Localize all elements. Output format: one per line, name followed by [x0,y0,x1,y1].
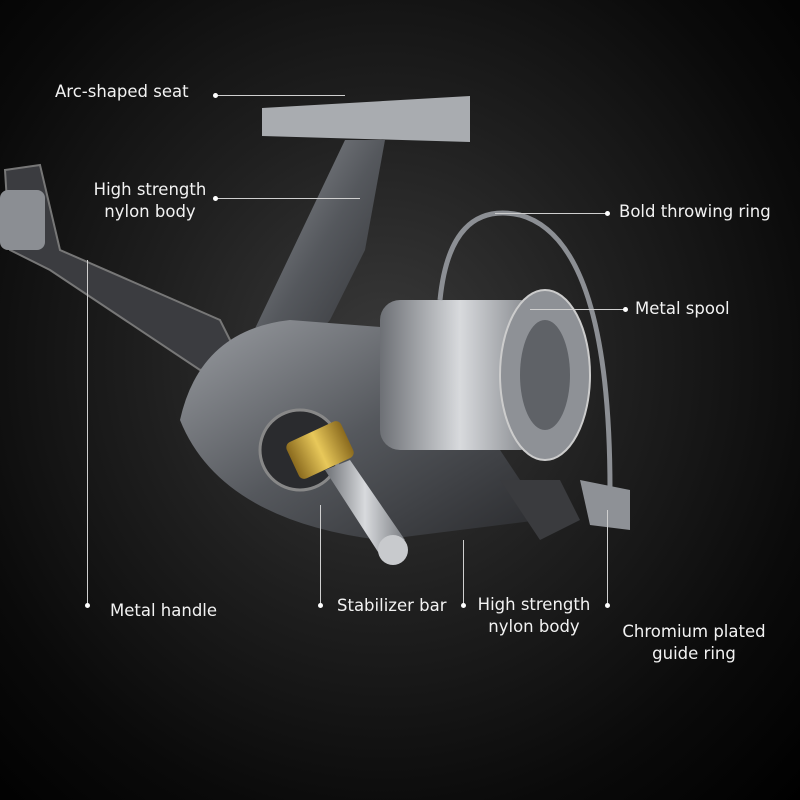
marker-dot [213,93,218,98]
leader-line [607,510,608,605]
leader-line [215,95,345,96]
label-line: guide ring [652,644,736,663]
marker-dot [605,603,610,608]
label-line: High strength [477,595,591,614]
label-line: High strength [93,180,207,199]
leader-line [495,213,607,214]
label-nylon-body-top: High strength nylon body [88,179,212,223]
label-metal-handle: Metal handle [110,601,218,620]
leader-line [320,505,321,605]
marker-dot [213,196,218,201]
marker-dot [605,211,610,216]
label-bold-throwing-ring: Bold throwing ring [619,202,771,221]
leader-line [87,260,88,605]
leader-line [215,198,360,199]
label-arc-shaped-seat: Arc-shaped seat [55,82,189,101]
label-line: nylon body [104,202,196,221]
label-stabilizer-bar: Stabilizer bar [337,596,447,615]
bail-wire [437,210,613,491]
leader-line [530,309,625,310]
marker-dot [318,603,323,608]
marker-dot [623,307,628,312]
marker-dot [461,603,466,608]
marker-dot [85,603,90,608]
leg [240,140,385,380]
label-line: Chromium plated [622,622,766,641]
seat [262,96,470,142]
label-metal-spool: Metal spool [635,299,730,318]
handle-knob [0,190,45,250]
label-line: nylon body [488,617,580,636]
label-guide-ring: Chromium plated guide ring [612,621,776,665]
leader-line [463,540,464,605]
label-nylon-body-bottom: High strength nylon body [472,594,596,638]
spool [380,300,540,450]
